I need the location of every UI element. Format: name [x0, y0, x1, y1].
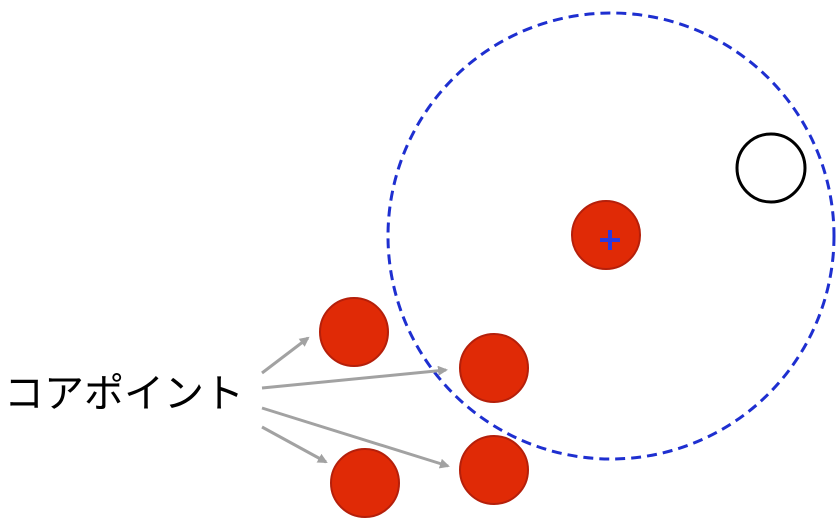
arrow-to-point-2	[261, 365, 448, 390]
core-point-3	[330, 448, 400, 518]
arrow-to-point-4	[261, 406, 450, 469]
core-point-2	[459, 333, 529, 403]
core-point-4	[459, 435, 529, 505]
hollow-point	[735, 132, 807, 204]
center-point	[571, 200, 641, 270]
arrows	[261, 336, 450, 469]
core-point-label: コアポイント	[4, 371, 244, 417]
neighborhood-circle	[386, 11, 836, 461]
arrow-to-point-3	[261, 425, 328, 464]
plus-icon	[600, 230, 620, 250]
core-point-1	[319, 297, 389, 367]
arrow-to-point-1	[261, 336, 310, 375]
